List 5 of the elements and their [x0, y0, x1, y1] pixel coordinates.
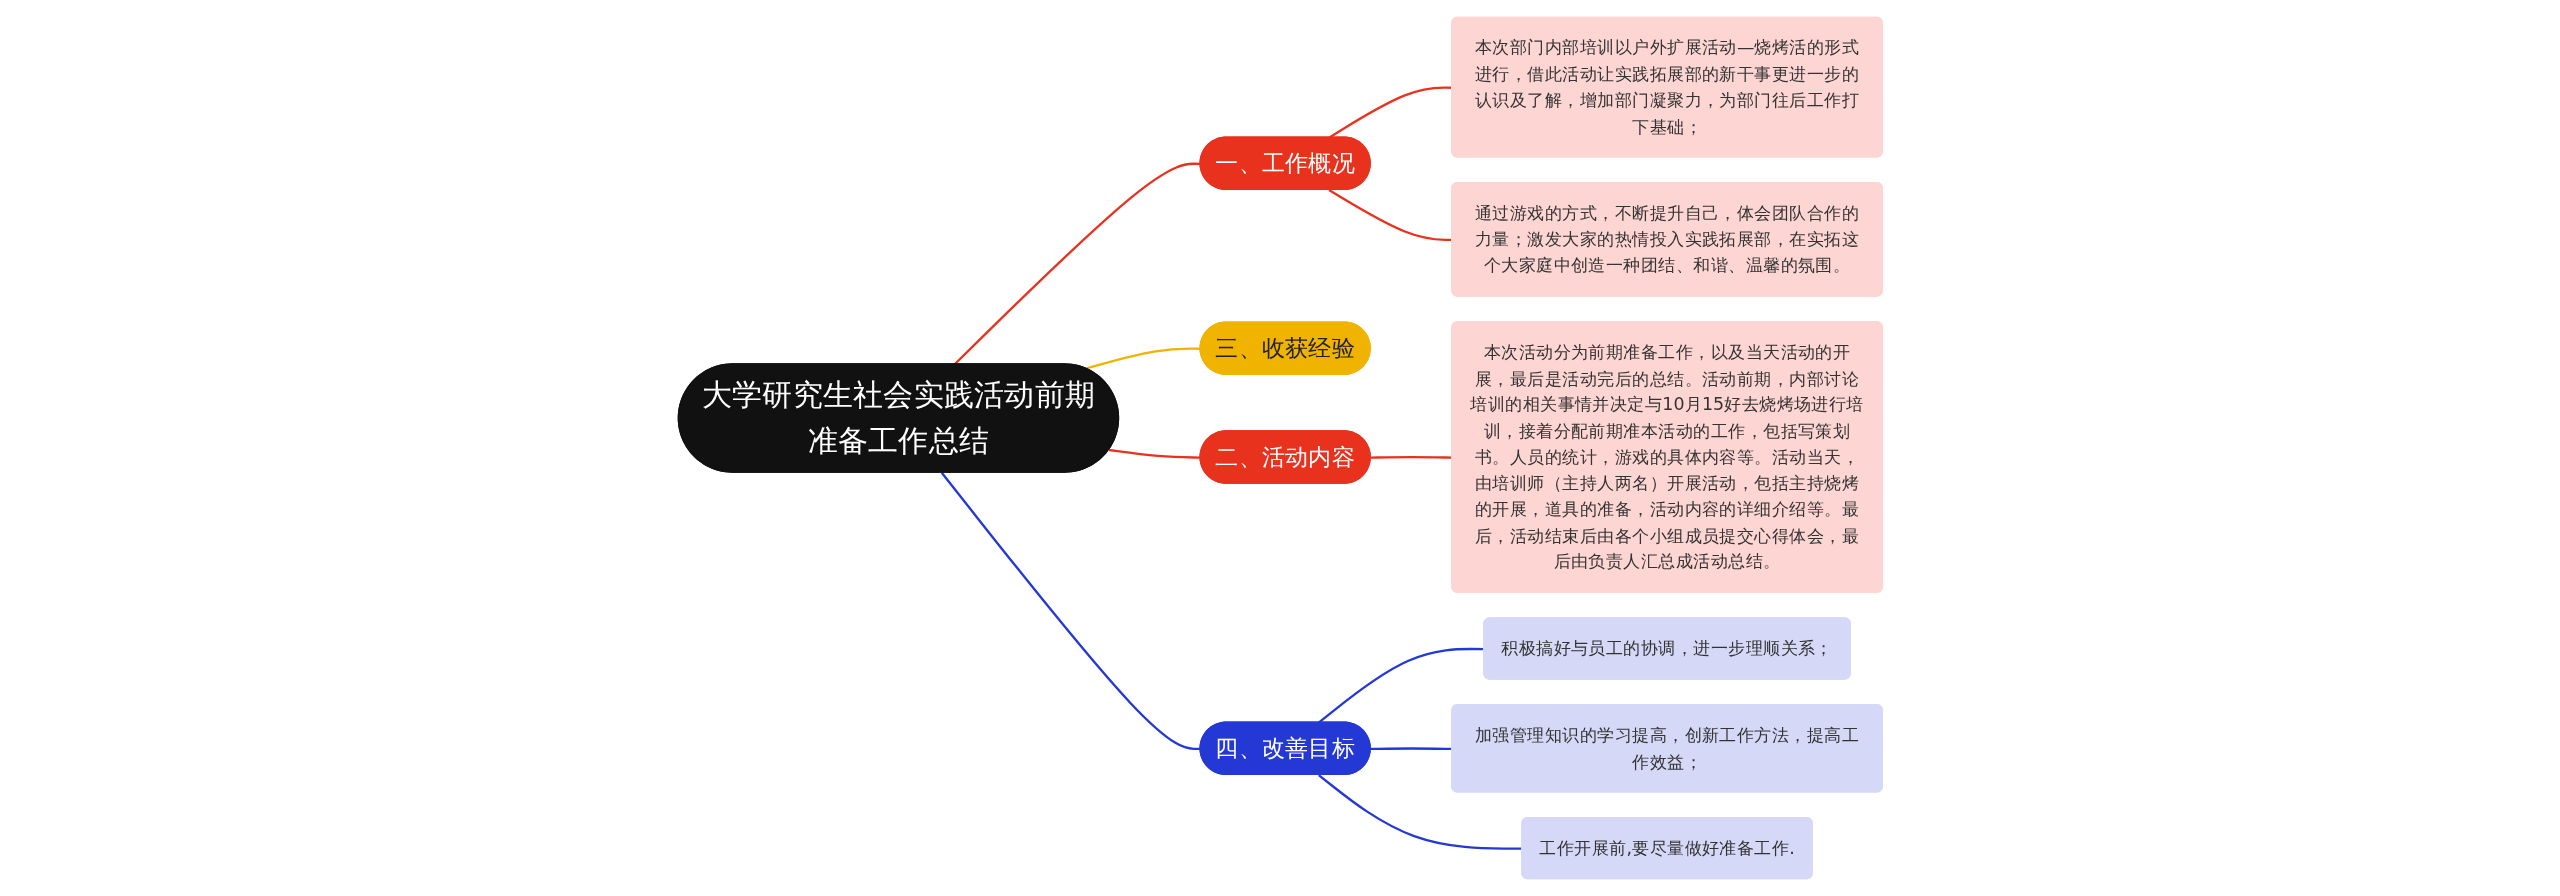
connector: [1328, 86, 1452, 139]
connector: [1370, 747, 1452, 751]
connector: [1370, 456, 1452, 459]
connector: [1328, 189, 1452, 242]
connector: [1317, 647, 1484, 724]
